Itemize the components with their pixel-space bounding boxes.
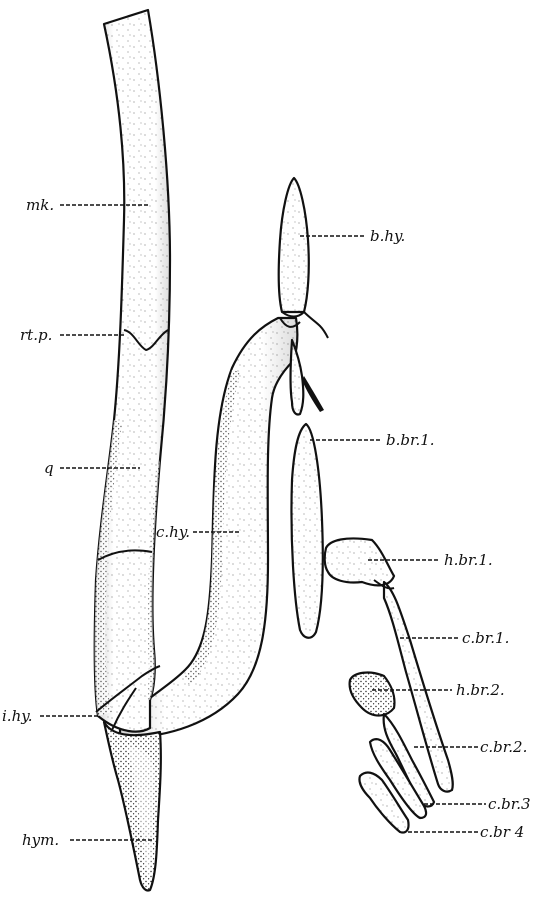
- basibranchial-1: [291, 424, 322, 638]
- label-hbr2: h.br.2.: [456, 681, 505, 699]
- label-ihy: i.hy.: [2, 707, 32, 725]
- rod-shading: [95, 10, 170, 732]
- label-cbr4: c.br 4: [480, 823, 524, 841]
- basihyal-cartilage: [279, 178, 309, 312]
- label-hbr1: h.br.1.: [444, 551, 493, 569]
- label-chy: c.hy.: [156, 523, 190, 541]
- label-bhy: b.hy.: [370, 227, 405, 245]
- label-rtp: rt.p.: [20, 326, 52, 344]
- label-cbr2: c.br.2.: [480, 738, 527, 756]
- basihyal-lower-process: [291, 340, 304, 415]
- label-q: q: [44, 459, 54, 477]
- hypobranchial-2: [350, 673, 395, 716]
- hypobranchial-1: [325, 538, 394, 585]
- label-mk: mk.: [26, 196, 54, 214]
- label-hym: hym.: [22, 831, 59, 849]
- basihyal-spur: [302, 376, 324, 412]
- label-bbr1: b.br.1.: [386, 431, 435, 449]
- label-cbr3: c.br.3: [488, 795, 531, 813]
- label-cbr1: c.br.1.: [462, 629, 509, 647]
